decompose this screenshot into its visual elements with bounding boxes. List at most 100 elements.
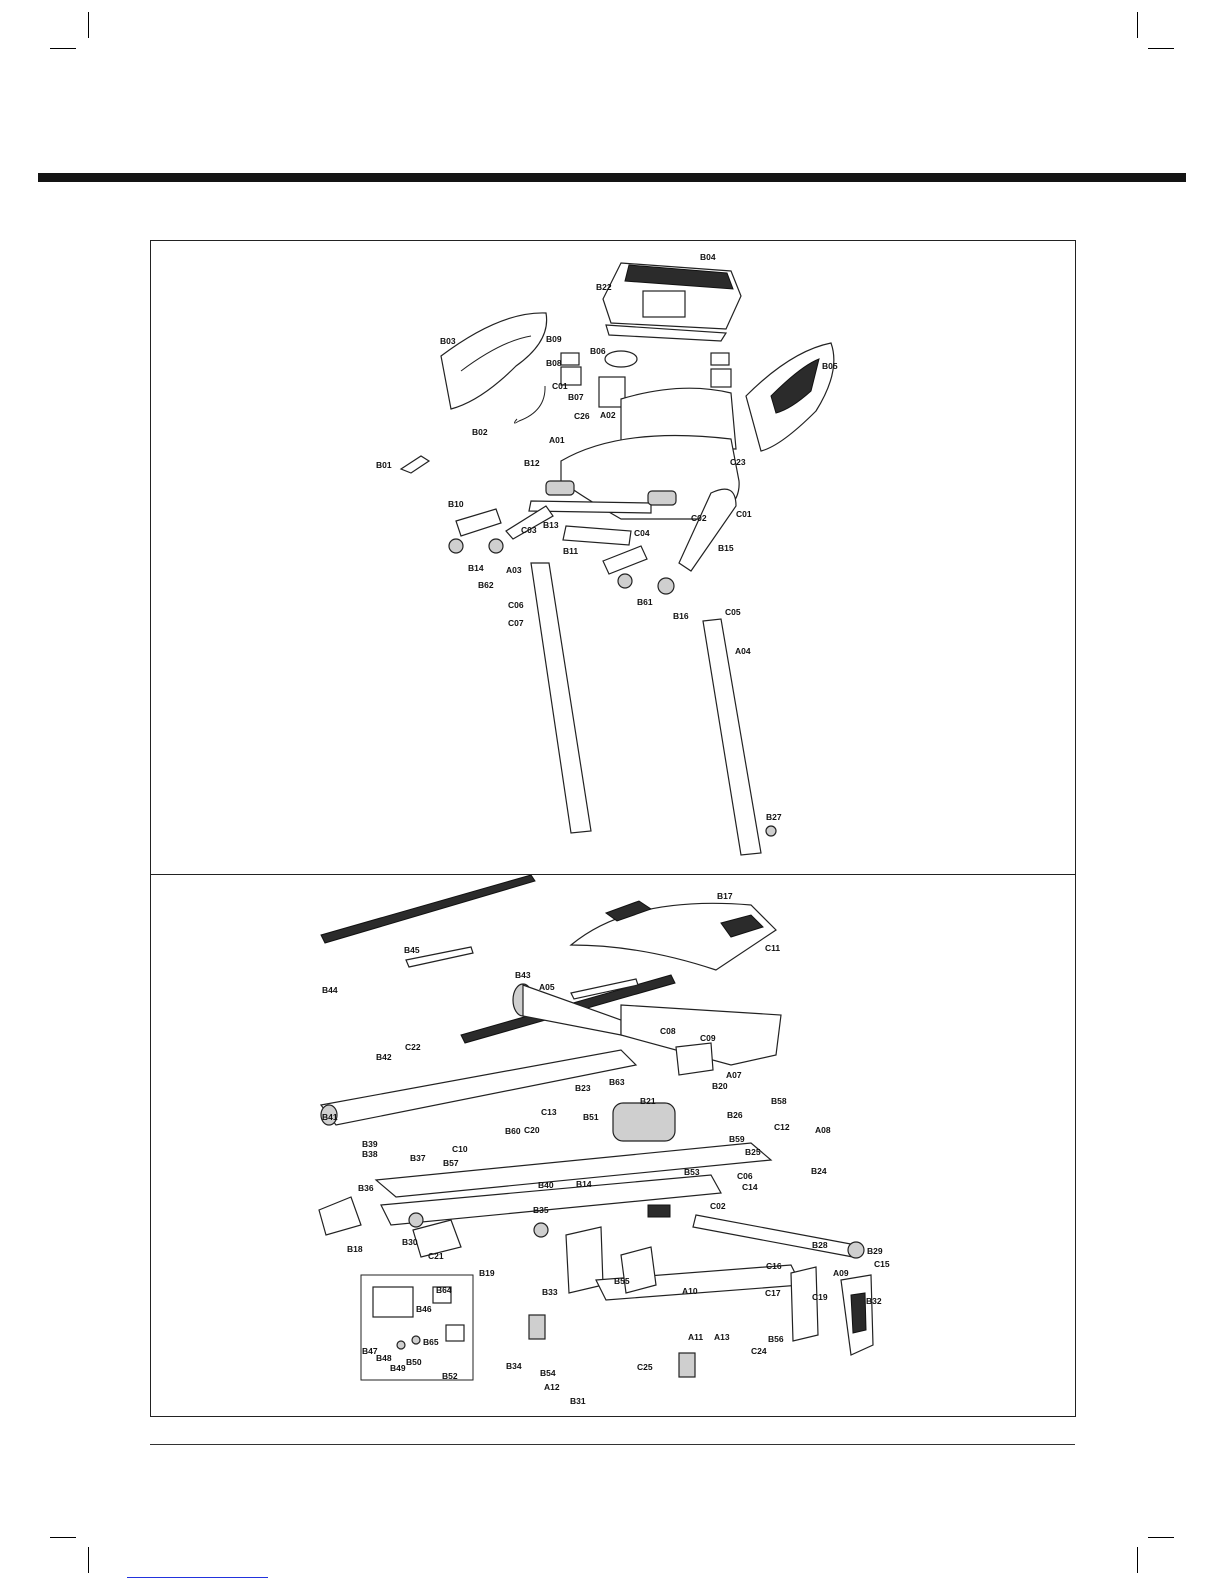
end-cap-b61 [657, 577, 675, 595]
part-label-a03: A03 [506, 565, 522, 575]
part-label-b14: B14 [468, 563, 484, 573]
lower-bracket-right [790, 1266, 819, 1342]
part-label-a02: A02 [600, 410, 616, 420]
part-label-b27: B27 [766, 812, 782, 822]
part-label-b14: B14 [576, 1179, 592, 1189]
part-label-b48: B48 [376, 1353, 392, 1363]
incline-bar [692, 1214, 857, 1258]
part-label-b52: B52 [442, 1371, 458, 1381]
exploded-view-upper [150, 240, 1076, 876]
part-label-b63: B63 [609, 1077, 625, 1087]
part-label-c04: C04 [634, 528, 650, 538]
part-label-a09: A09 [833, 1268, 849, 1278]
part-label-c23: C23 [730, 457, 746, 467]
part-label-c10: C10 [452, 1144, 468, 1154]
bracket-b09-right [710, 352, 730, 366]
wheel-b30-left [408, 1212, 424, 1228]
foot-b34-right [678, 1352, 696, 1378]
part-label-b03: B03 [440, 336, 456, 346]
part-label-b16: B16 [673, 611, 689, 621]
part-label-b12: B12 [524, 458, 540, 468]
strip-b45-right [570, 978, 639, 1000]
part-label-b07: B07 [568, 392, 584, 402]
part-label-b44: B44 [322, 985, 338, 995]
part-label-b18: B18 [347, 1244, 363, 1254]
part-label-b64: B64 [436, 1285, 452, 1295]
pulse-grip-right [647, 490, 677, 506]
foam-grip-right [602, 545, 648, 575]
footer-rule [150, 1444, 1075, 1445]
console-speaker-strip [624, 264, 734, 290]
part-label-b56: B56 [768, 1334, 784, 1344]
part-label-c20: C20 [524, 1125, 540, 1135]
part-label-b38: B38 [362, 1149, 378, 1159]
part-label-a13: A13 [714, 1332, 730, 1342]
part-label-b10: B10 [448, 499, 464, 509]
right-arm-cover-grip [770, 358, 820, 414]
left-upright-a03 [530, 562, 592, 834]
part-label-c01: C01 [736, 509, 752, 519]
part-label-b43: B43 [515, 970, 531, 980]
lower-bracket-b55 [620, 1246, 657, 1294]
part-label-b34: B34 [506, 1361, 522, 1371]
cable-b02 [513, 385, 546, 424]
part-label-b54: B54 [540, 1368, 556, 1378]
part-label-c26: C26 [574, 411, 590, 421]
bracket-b60 [647, 1204, 671, 1218]
lower-assembly-drawing [318, 875, 874, 1381]
part-label-b65: B65 [423, 1337, 439, 1347]
part-label-c11: C11 [765, 943, 781, 953]
console-frame-a01 [560, 434, 740, 520]
inset-part-b50 [411, 1335, 421, 1345]
part-label-b45: B45 [404, 945, 420, 955]
rear-roller [320, 1104, 338, 1126]
part-label-b57: B57 [443, 1158, 459, 1168]
foot-cap-b27 [765, 825, 777, 837]
part-label-b53: B53 [684, 1167, 700, 1177]
part-label-b39: B39 [362, 1139, 378, 1149]
plate-a02 [620, 387, 737, 450]
part-label-c05: C05 [725, 607, 741, 617]
end-cap-b14-right [617, 573, 633, 589]
inset-part-b49 [396, 1340, 406, 1350]
exploded-view-lower [150, 874, 1076, 1417]
bracket-b06 [604, 350, 638, 368]
part-label-c13: C13 [541, 1107, 557, 1117]
part-label-b59: B59 [729, 1134, 745, 1144]
part-label-a10: A10 [682, 1286, 698, 1296]
motor-hood [569, 902, 777, 971]
part-label-a07: A07 [726, 1070, 742, 1080]
part-label-a05: A05 [539, 982, 555, 992]
part-label-b42: B42 [376, 1052, 392, 1062]
upper-assembly-drawing [399, 262, 835, 856]
part-label-b06: B06 [590, 346, 606, 356]
left-arm-cover-detail [460, 335, 532, 372]
part-label-b58: B58 [771, 1096, 787, 1106]
foam-grip-center [562, 525, 632, 546]
part-label-c03: C03 [521, 525, 537, 535]
rear-cap-left [318, 1196, 362, 1236]
part-label-b15: B15 [718, 543, 734, 553]
motor-tray [620, 1004, 782, 1066]
part-label-c08: C08 [660, 1026, 676, 1036]
side-rail-left [320, 875, 536, 944]
part-label-b36: B36 [358, 1183, 374, 1193]
part-label-b33: B33 [542, 1287, 558, 1297]
part-label-c12: C12 [774, 1122, 790, 1132]
part-label-c09: C09 [700, 1033, 716, 1043]
crop-mark [1148, 1537, 1174, 1538]
part-label-b01: B01 [376, 460, 392, 470]
part-label-c25: C25 [637, 1362, 653, 1372]
part-label-a08: A08 [815, 1125, 831, 1135]
hood-vent-right [720, 914, 764, 938]
part-label-b50: B50 [406, 1357, 422, 1367]
crop-mark [1148, 48, 1174, 49]
console-base [605, 324, 728, 342]
end-cap-b14-left [448, 538, 464, 554]
part-label-b02: B02 [472, 427, 488, 437]
side-cover-grill [850, 1292, 867, 1334]
crop-mark [1137, 1547, 1138, 1573]
part-label-b28: B28 [812, 1240, 828, 1250]
part-label-c17: C17 [765, 1288, 781, 1298]
part-label-b31: B31 [570, 1396, 586, 1406]
